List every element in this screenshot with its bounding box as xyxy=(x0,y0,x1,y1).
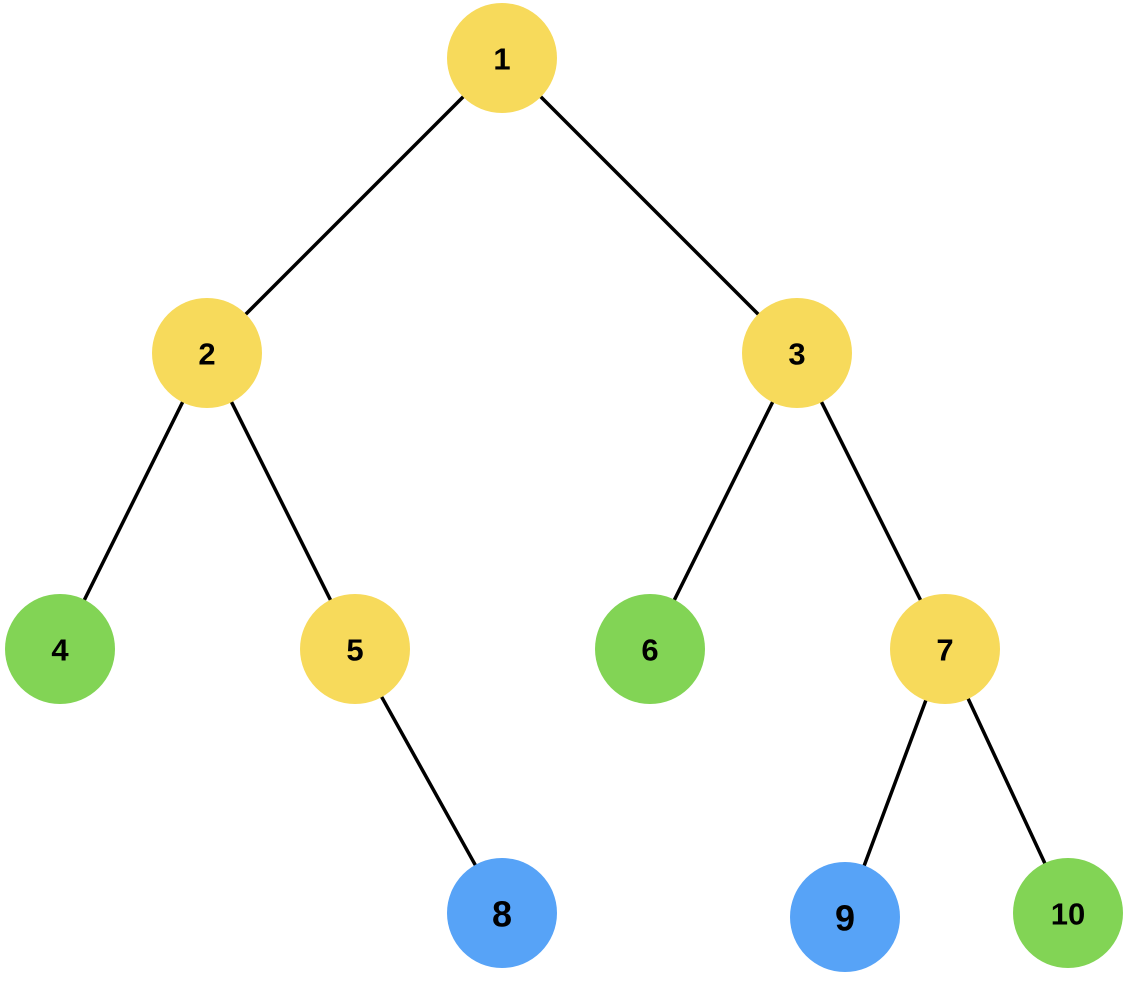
node-label-4: 4 xyxy=(51,633,69,668)
edge-3-to-7 xyxy=(819,400,923,602)
node-circle-6 xyxy=(595,594,705,704)
edges-layer xyxy=(82,95,1047,868)
edge-3-to-6 xyxy=(672,400,775,602)
edge-2-to-5 xyxy=(229,400,333,602)
tree-node-10: 10 xyxy=(1013,858,1123,968)
edge-2-to-4 xyxy=(82,400,185,602)
node-label-7: 7 xyxy=(936,633,953,668)
edge-7-to-10 xyxy=(966,697,1047,865)
edge-1-to-2 xyxy=(244,95,465,316)
node-label-9: 9 xyxy=(835,898,855,939)
edge-7-to-9 xyxy=(862,698,928,868)
node-label-8: 8 xyxy=(492,894,512,935)
nodes-layer: 1 2 3 4 5 6 7 8 9 10 xyxy=(5,3,1123,972)
tree-node-4: 4 xyxy=(5,594,115,704)
node-circle-9 xyxy=(790,862,900,972)
node-label-3: 3 xyxy=(788,337,805,372)
node-circle-1 xyxy=(447,3,557,113)
node-circle-7 xyxy=(890,594,1000,704)
node-circle-8 xyxy=(447,858,557,968)
node-label-2: 2 xyxy=(198,337,215,372)
edge-1-to-3 xyxy=(539,95,760,316)
tree-node-7: 7 xyxy=(890,594,1000,704)
node-circle-10 xyxy=(1013,858,1123,968)
edge-5-to-8 xyxy=(380,695,477,867)
tree-node-9: 9 xyxy=(790,862,900,972)
node-label-1: 1 xyxy=(493,42,510,77)
node-circle-5 xyxy=(300,594,410,704)
node-circle-4 xyxy=(5,594,115,704)
tree-node-8: 8 xyxy=(447,858,557,968)
node-label-6: 6 xyxy=(641,633,658,668)
node-label-10: 10 xyxy=(1051,897,1085,932)
node-circle-2 xyxy=(152,298,262,408)
node-circle-3 xyxy=(742,298,852,408)
tree-node-1: 1 xyxy=(447,3,557,113)
node-label-5: 5 xyxy=(346,633,363,668)
tree-node-3: 3 xyxy=(742,298,852,408)
tree-node-2: 2 xyxy=(152,298,262,408)
tree-node-6: 6 xyxy=(595,594,705,704)
tree-node-5: 5 xyxy=(300,594,410,704)
